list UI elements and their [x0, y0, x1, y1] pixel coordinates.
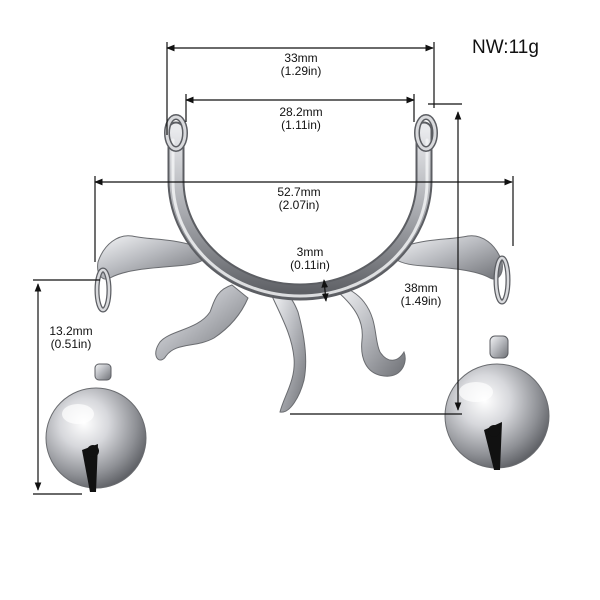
- right-bell: [444, 335, 550, 470]
- inner-width-label: 28.2mm (1.11in): [268, 106, 334, 132]
- sun-rays: [97, 235, 503, 413]
- thickness-line: [321, 279, 329, 302]
- lower-right-ray: [337, 285, 406, 377]
- left-bell: [45, 363, 147, 492]
- lower-left-ray: [155, 284, 249, 361]
- left-ray: [97, 235, 206, 280]
- outer-width-inch: (1.29in): [280, 64, 322, 78]
- bell-jump-rings: [94, 255, 511, 313]
- inner-width-mm: 28.2mm: [279, 105, 323, 119]
- thickness-label: 3mm (0.11in): [280, 246, 340, 272]
- pendant-length-mm: 13.2mm: [49, 324, 93, 338]
- thickness-mm: 3mm: [296, 245, 324, 259]
- total-width-mm: 52.7mm: [277, 185, 321, 199]
- dimension-lines: [33, 42, 514, 495]
- thickness-inch: (0.11in): [290, 258, 330, 272]
- inner-width-inch: (1.11in): [281, 118, 321, 132]
- horseshoe-bar: [167, 121, 433, 301]
- total-width-inch: (2.07in): [278, 198, 320, 212]
- height-mm: 38mm: [404, 281, 438, 295]
- outer-width-mm: 33mm: [284, 51, 318, 65]
- pendant-length-label: 13.2mm (0.51in): [40, 325, 102, 351]
- pendant-length-inch: (0.51in): [50, 337, 92, 351]
- center-ray: [271, 293, 307, 413]
- outer-width-label: 33mm (1.29in): [270, 52, 332, 78]
- total-width-label: 52.7mm (2.07in): [266, 186, 332, 212]
- height-inch: (1.49in): [400, 294, 442, 308]
- net-weight-label: NW:11g: [472, 37, 539, 58]
- height-label: 38mm (1.49in): [390, 282, 452, 308]
